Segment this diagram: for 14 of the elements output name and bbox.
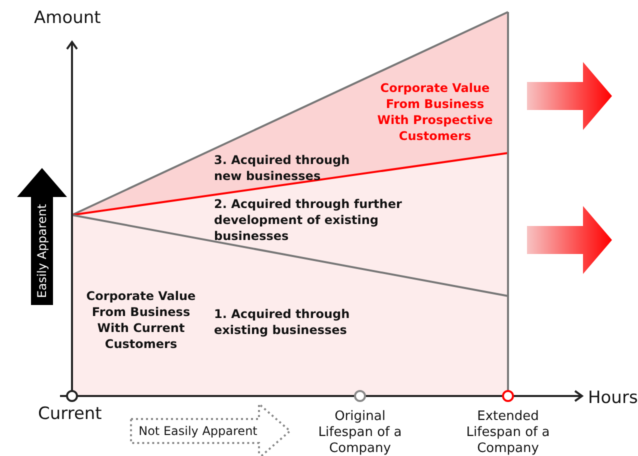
axis-title: Amount: [34, 8, 102, 29]
up-arrow: [17, 168, 67, 305]
region-label: 2. Acquired through further development of existing businesses: [214, 196, 403, 244]
arrow-label: Easily Apparent: [34, 203, 50, 300]
axis-title: Hours: [588, 388, 638, 409]
dotted-arrow: [130, 402, 292, 456]
region-label: 1. Acquired through existing businesses: [214, 306, 351, 338]
region-label: Corporate Value From Business With Prospective Customers: [376, 80, 494, 144]
region-label: Corporate Value From Business With Current Customers: [85, 288, 197, 352]
arrow-label: Not Easily Apparent: [138, 423, 258, 439]
axis-label: Original Lifespan of a Company: [317, 409, 403, 456]
axis-label: Extended Lifespan of a Company: [465, 409, 551, 456]
axis-label: Current: [38, 404, 103, 425]
region-label: 3. Acquired through new businesses: [214, 152, 351, 184]
